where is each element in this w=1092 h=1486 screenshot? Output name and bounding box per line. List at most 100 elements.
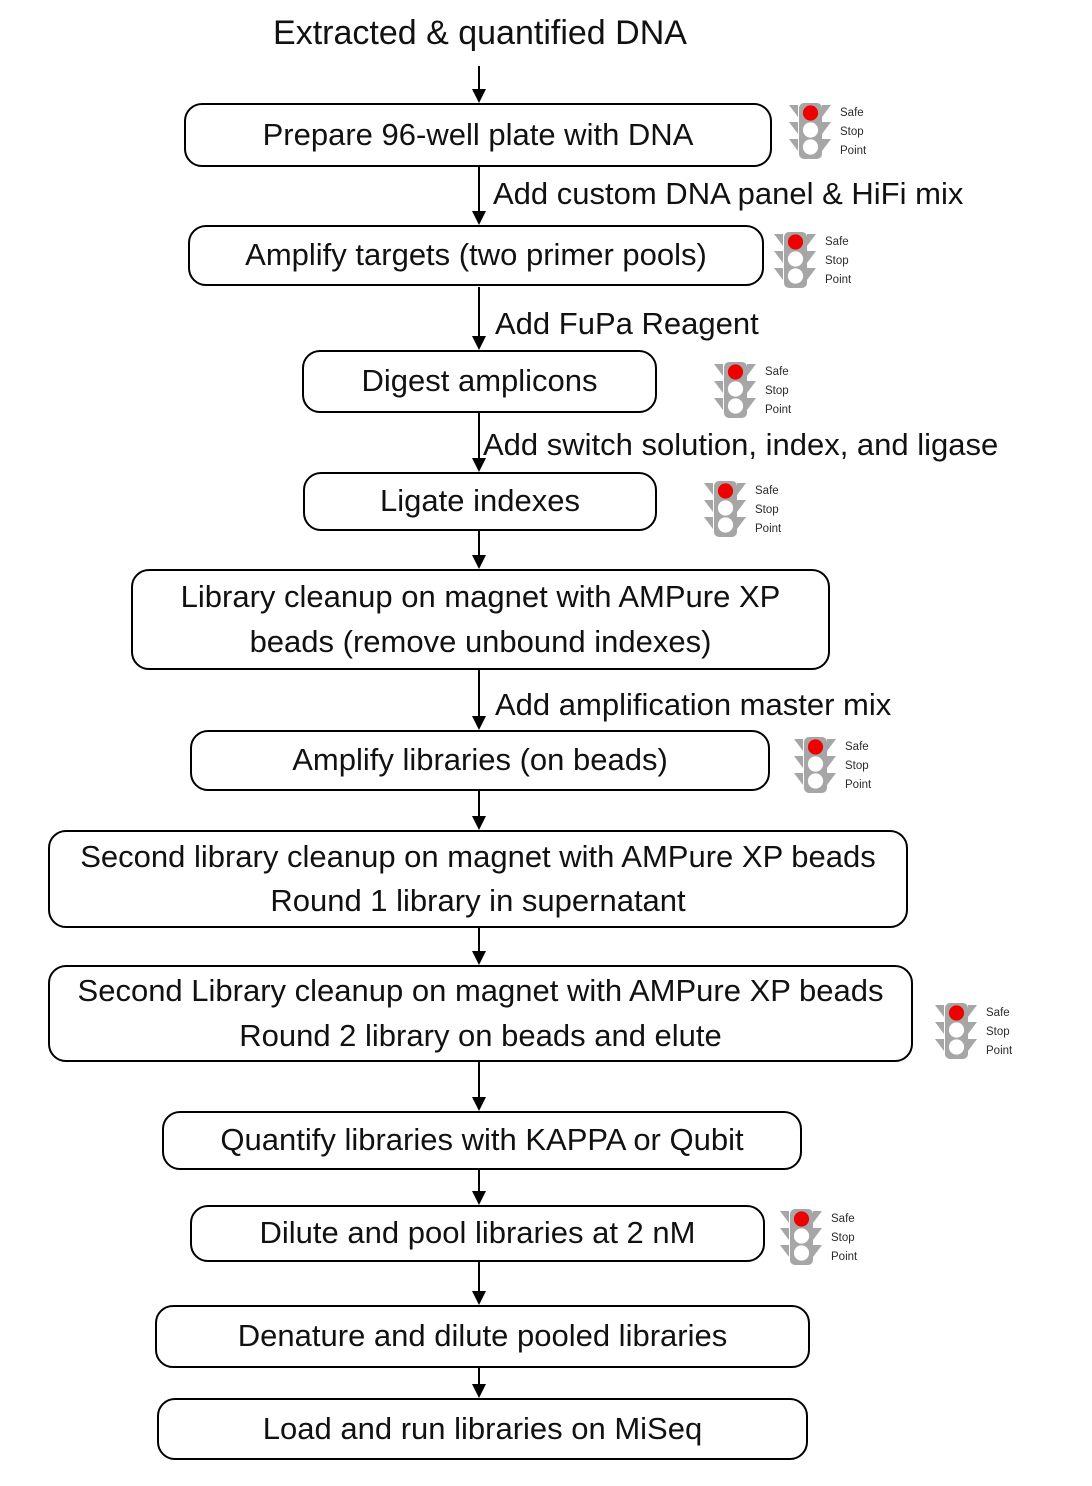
step-label: Denature and dilute pooled libraries: [237, 1318, 728, 1354]
flow-arrow: [471, 928, 487, 965]
safe-stop-point-label: Point: [831, 1251, 858, 1263]
safe-stop-point-label: Stop: [840, 126, 864, 138]
safe-stop-point-label: Point: [765, 404, 792, 416]
arrow-label-add-master-mix: Add amplification master mix: [495, 687, 892, 722]
arrow-label-add-panel: Add custom DNA panel & HiFi mix: [493, 176, 964, 211]
flow-arrow: [471, 413, 487, 472]
flow-arrow: [471, 670, 487, 730]
safe-stop-point-label: Safe: [845, 741, 869, 753]
safe-stop-point-label: Point: [840, 145, 867, 157]
arrow-head-icon: [472, 458, 486, 472]
step-prepare-plate: Prepare 96-well plate with DNA: [184, 103, 772, 167]
arrow-line: [478, 1262, 480, 1294]
arrow-label-add-fupa: Add FuPa Reagent: [495, 306, 759, 341]
arrow-head-icon: [472, 89, 486, 103]
step-digest-amplicons: Digest amplicons: [302, 350, 657, 413]
traffic-light-icon: [714, 362, 756, 418]
arrow-line: [478, 1170, 480, 1194]
step-label: Amplify libraries (on beads): [292, 742, 668, 778]
safe-stop-point-label: Stop: [831, 1232, 855, 1244]
step-label: Dilute and pool libraries at 2 nM: [259, 1215, 696, 1251]
flow-arrow: [471, 1170, 487, 1205]
traffic-light-icon: [774, 232, 816, 288]
arrow-head-icon: [472, 816, 486, 830]
arrow-line: [478, 791, 480, 819]
step-label: Ligate indexes: [380, 483, 580, 519]
step-label: Second library cleanup on magnet with AM…: [80, 838, 876, 918]
step-label: Digest amplicons: [361, 363, 598, 399]
arrow-line: [478, 670, 480, 719]
safe-stop-point-label: Stop: [986, 1026, 1010, 1038]
safe-stop-point-label: Safe: [986, 1007, 1010, 1019]
safe-stop-point-label: Point: [845, 779, 872, 791]
flow-arrow: [471, 1262, 487, 1305]
arrow-label-add-switch: Add switch solution, index, and ligase: [483, 427, 999, 462]
arrow-head-icon: [472, 1097, 486, 1111]
arrow-head-icon: [472, 555, 486, 569]
arrow-line: [478, 413, 480, 461]
arrow-line: [478, 167, 480, 214]
arrow-line: [478, 531, 480, 558]
safe-stop-point-label: Stop: [825, 255, 849, 267]
step-label: Second Library cleanup on magnet with AM…: [77, 973, 884, 1053]
step-library-cleanup: Library cleanup on magnet with AMPure XP…: [131, 569, 830, 670]
arrow-head-icon: [472, 1384, 486, 1398]
safe-stop-point-label: Safe: [825, 236, 849, 248]
step-load-run-miseq: Load and run libraries on MiSeq: [157, 1398, 808, 1460]
arrow-head-icon: [472, 1291, 486, 1305]
arrow-head-icon: [472, 211, 486, 225]
safe-stop-point-label: Stop: [765, 385, 789, 397]
traffic-light-icon: [789, 103, 831, 159]
arrow-head-icon: [472, 336, 486, 350]
step-label: Quantify libraries with KAPPA or Qubit: [220, 1122, 744, 1158]
safe-stop-point-label: Safe: [831, 1213, 855, 1225]
flow-arrow: [471, 1368, 487, 1398]
step-dilute-pool-libraries: Dilute and pool libraries at 2 nM: [190, 1205, 765, 1262]
step-label: Load and run libraries on MiSeq: [262, 1410, 703, 1446]
step-quantify-libraries: Quantify libraries with KAPPA or Qubit: [162, 1111, 802, 1170]
arrow-line: [478, 928, 480, 954]
safe-stop-point-label: Safe: [755, 485, 779, 497]
traffic-light-icon: [704, 481, 746, 537]
step-second-cleanup-round-1: Second library cleanup on magnet with AM…: [48, 830, 908, 928]
step-denature-dilute: Denature and dilute pooled libraries: [155, 1305, 810, 1368]
safe-stop-point-label: Safe: [765, 366, 789, 378]
safe-stop-point-label: Point: [986, 1045, 1013, 1057]
step-label: Prepare 96-well plate with DNA: [262, 116, 694, 152]
arrow-line: [478, 1368, 480, 1387]
step-amplify-targets: Amplify targets (two primer pools): [188, 225, 764, 286]
flow-arrow: [471, 791, 487, 830]
step-label: Amplify targets (two primer pools): [245, 237, 707, 273]
arrow-line: [478, 287, 480, 339]
flow-arrow: [471, 531, 487, 569]
traffic-light-icon: [780, 1209, 822, 1265]
safe-stop-point-label: Point: [755, 523, 782, 535]
safe-stop-point-label: Safe: [840, 107, 864, 119]
arrow-line: [478, 66, 480, 92]
arrow-line: [478, 1062, 480, 1100]
flow-arrow: [471, 167, 487, 225]
arrow-head-icon: [472, 1191, 486, 1205]
step-ligate-indexes: Ligate indexes: [303, 472, 657, 531]
step-amplify-libraries: Amplify libraries (on beads): [190, 730, 770, 791]
traffic-light-icon: [935, 1003, 977, 1059]
flow-arrow: [471, 287, 487, 350]
traffic-light-icon: [794, 737, 836, 793]
arrow-head-icon: [472, 951, 486, 965]
flow-arrow: [471, 1062, 487, 1111]
safe-stop-point-label: Stop: [755, 504, 779, 516]
start-node-label: Extracted & quantified DNA: [273, 14, 687, 52]
step-second-cleanup-round-2: Second Library cleanup on magnet with AM…: [48, 965, 913, 1062]
flow-arrow: [471, 66, 487, 103]
arrow-head-icon: [472, 716, 486, 730]
safe-stop-point-label: Stop: [845, 760, 869, 772]
step-label: Library cleanup on magnet with AMPure XP…: [180, 579, 781, 659]
